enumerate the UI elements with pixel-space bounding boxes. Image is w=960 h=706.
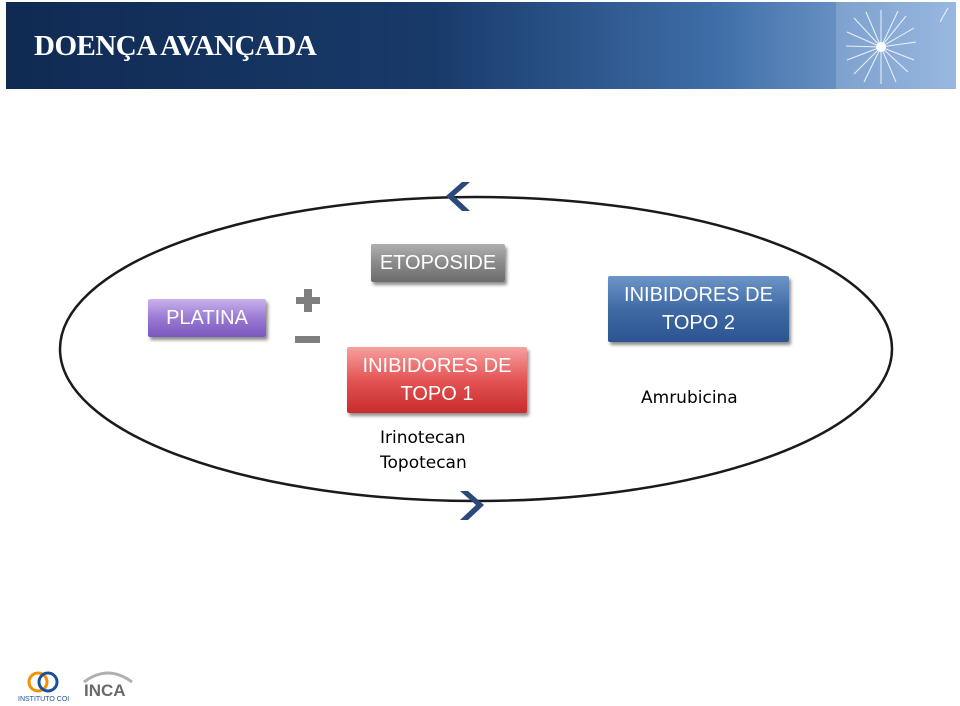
topo1-line2: TOPO 1: [400, 383, 474, 405]
dandelion-icon: [836, 2, 956, 89]
chevron-right-icon: [460, 491, 484, 520]
topo2-box: INIBIDORES DE TOPO 2: [608, 276, 789, 342]
instituto-coi-logo: INSTITUTO COI: [18, 671, 69, 703]
platina-box: PLATINA: [148, 299, 266, 337]
header-banner: DOENÇA AVANÇADA: [6, 2, 956, 89]
topo1-box: INIBIDORES DE TOPO 1: [347, 347, 527, 413]
drug-irinotecan: Irinotecan: [380, 428, 466, 448]
plus-minus-icon: [295, 289, 320, 343]
drug-amrubicina: Amrubicina: [641, 388, 738, 408]
topo2-line1: INIBIDORES DE: [624, 284, 773, 306]
logo2-text: INCA: [84, 681, 126, 700]
etoposide-box: ETOPOSIDE: [371, 244, 505, 282]
logo1-text: INSTITUTO COI: [18, 696, 69, 703]
drug-topotecan: Topotecan: [380, 453, 467, 473]
topo2-line2: TOPO 2: [662, 312, 735, 334]
chevron-left-icon: [446, 182, 470, 211]
topo1-line1: INIBIDORES DE: [362, 355, 512, 377]
inca-logo: INCA: [83, 671, 133, 700]
slide-title: DOENÇA AVANÇADA: [34, 30, 317, 62]
